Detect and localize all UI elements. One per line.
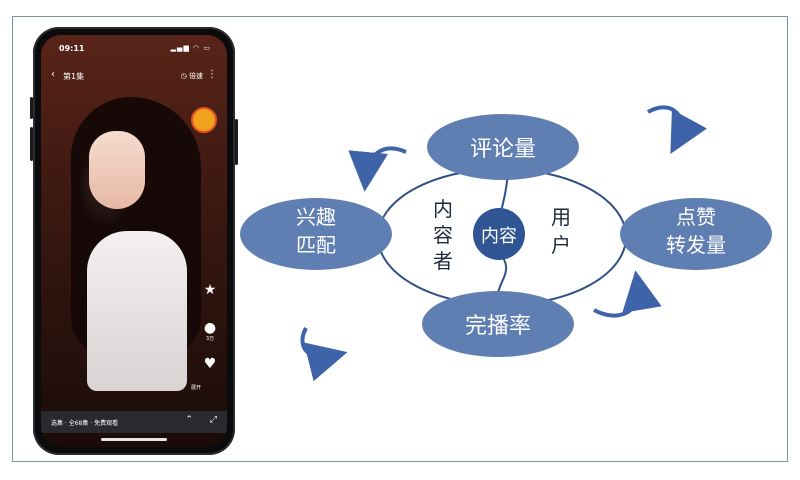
caption-description: [49, 379, 199, 405]
episode-select-bar[interactable]: 选集 · 全68集 · 免费观看 ⌃ ⤢: [41, 411, 227, 433]
cycle-arrow-bottom-right-icon: [593, 270, 662, 318]
inner-left-char-1: 内: [433, 197, 453, 221]
inner-left-char-3: 者: [433, 249, 453, 273]
star-icon: ★: [203, 282, 217, 298]
video-figure-face: [89, 131, 145, 209]
node-bottom-label: 完播率: [465, 314, 531, 339]
cycle-arrow-top-right-icon: [646, 105, 708, 155]
speed-button[interactable]: ◷ 倍速: [180, 72, 203, 80]
phone-mockup: 09:11 ▂▄▆ ◠ ▭ ‹ 第1集 ◷ 倍速 ⋮ ★ ● 3万 ♥ 展开 选…: [30, 27, 238, 455]
status-bar: 09:11 ▂▄▆ ◠ ▭: [41, 35, 227, 63]
video-screen[interactable]: 09:11 ▂▄▆ ◠ ▭ ‹ 第1集 ◷ 倍速 ⋮ ★ ● 3万 ♥ 展开 选…: [41, 35, 227, 447]
content-diagram: 评论量 完播率 兴趣 匹配 点赞 转发量 内容 内 容 者 用 户: [240, 105, 772, 382]
phone-side-button: [30, 127, 33, 161]
comment-button[interactable]: ● 3万: [199, 321, 221, 342]
speed-label: 倍速: [189, 72, 203, 80]
status-time: 09:11: [59, 44, 85, 53]
inner-left-char-2: 容: [433, 223, 453, 247]
rotate-icon[interactable]: ⤢: [209, 415, 217, 425]
phone-side-button: [235, 119, 238, 165]
comment-count: 3万: [205, 336, 215, 342]
node-left: 兴趣 匹配: [240, 198, 392, 270]
comment-icon: ●: [203, 320, 217, 336]
node-right: 点赞 转发量: [620, 198, 772, 270]
node-bottom: 完播率: [422, 291, 574, 357]
app-badge-icon[interactable]: [191, 107, 217, 133]
inner-right-char-2: 户: [551, 233, 571, 257]
node-top: 评论量: [427, 114, 579, 180]
unfold-link[interactable]: 展开: [190, 385, 201, 391]
home-indicator: [101, 438, 167, 441]
inner-right-label: 用 户: [551, 205, 571, 257]
center-node: 内容: [473, 208, 525, 260]
like-button[interactable]: ♥: [199, 357, 221, 371]
cycle-arrow-top-left-icon: [348, 146, 407, 192]
cycle-arrow-bottom-left-icon: [300, 327, 348, 382]
video-figure-dress: [87, 231, 187, 391]
back-chevron-icon[interactable]: ‹: [51, 69, 55, 80]
node-left-label-line2: 匹配: [296, 233, 336, 257]
node-left-shape: [240, 198, 392, 270]
center-node-label: 内容: [481, 226, 517, 247]
heart-icon: ♥: [203, 356, 217, 372]
node-right-label-line2: 转发量: [666, 233, 726, 257]
node-top-shape: [427, 114, 579, 180]
episode-select-text: 选集 · 全68集 · 免费观看: [51, 420, 119, 427]
chevron-up-icon[interactable]: ⌃: [185, 415, 193, 425]
more-icon[interactable]: ⋮: [207, 69, 217, 80]
node-bottom-shape: [422, 291, 574, 357]
node-left-label-line1: 兴趣: [296, 205, 336, 229]
inner-left-label: 内 容 者: [433, 197, 453, 273]
signal-wifi-battery-icon: ▂▄▆ ◠ ▭: [170, 44, 211, 52]
phone-side-button: [30, 97, 33, 119]
inner-right-char-1: 用: [551, 205, 571, 229]
episode-title: 第1集: [63, 72, 85, 81]
center-node-shape: [473, 208, 525, 260]
node-top-label: 评论量: [470, 137, 536, 162]
node-right-label-line1: 点赞: [676, 205, 716, 229]
video-caption: [49, 365, 199, 405]
top-nav: ‹ 第1集 ◷ 倍速 ⋮: [41, 67, 227, 87]
node-right-shape: [620, 198, 772, 270]
favorite-button[interactable]: ★: [199, 283, 221, 297]
